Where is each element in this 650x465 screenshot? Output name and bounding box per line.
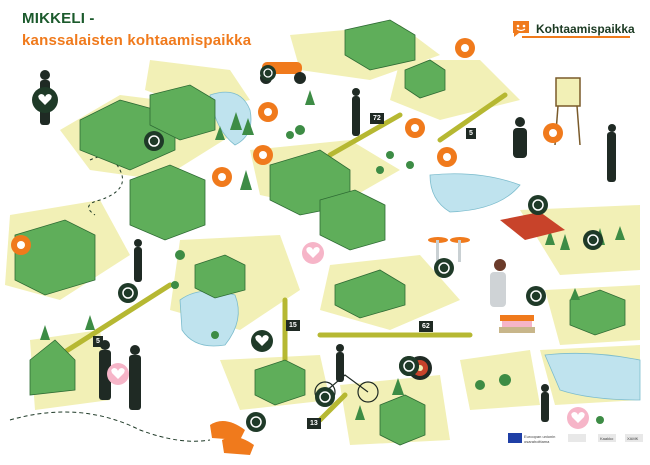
trees bbox=[85, 112, 625, 424]
play-button-icon[interactable] bbox=[434, 258, 454, 278]
play-button-icon[interactable] bbox=[399, 356, 419, 376]
brand-logo: Kohtaamispaikka bbox=[510, 16, 635, 42]
market-rug bbox=[500, 212, 565, 240]
funder-kaakko: Kaakko bbox=[600, 436, 614, 441]
heart-icon[interactable] bbox=[567, 407, 589, 429]
roads bbox=[57, 92, 508, 423]
brand-name: Kohtaamispaikka bbox=[536, 22, 635, 36]
book-stack bbox=[499, 315, 535, 333]
heart-icon[interactable] bbox=[302, 242, 324, 264]
bicycle bbox=[314, 374, 379, 403]
brand-underline bbox=[522, 36, 630, 38]
lakes bbox=[179, 91, 641, 401]
play-button-icon[interactable] bbox=[260, 65, 276, 81]
map-title-line2: kanssalaisten kohtaamispaikka bbox=[22, 32, 252, 49]
funder-xamk: XAMK bbox=[627, 436, 639, 441]
play-markers bbox=[118, 65, 603, 432]
road-label-13: 13 bbox=[307, 418, 321, 429]
play-button-icon[interactable] bbox=[583, 230, 603, 250]
location-pin-icon[interactable] bbox=[258, 102, 278, 122]
location-pin-icon[interactable] bbox=[543, 123, 563, 143]
heart-icon[interactable] bbox=[32, 87, 58, 113]
heart-icon[interactable] bbox=[251, 330, 273, 352]
funder-logos bbox=[508, 433, 643, 443]
location-pin-icon[interactable] bbox=[405, 118, 425, 138]
road-label-72: 72 bbox=[370, 113, 384, 124]
play-button-icon[interactable] bbox=[526, 286, 546, 306]
road-label-5-top: 5 bbox=[466, 128, 476, 139]
cafe-tables bbox=[428, 237, 470, 262]
location-pins bbox=[11, 38, 563, 255]
heart-markers bbox=[32, 87, 589, 429]
play-button-icon[interactable] bbox=[118, 283, 138, 303]
location-pin-icon[interactable] bbox=[212, 167, 232, 187]
map-title-line1: MIKKELI - bbox=[22, 10, 95, 27]
road-label-62: 62 bbox=[419, 321, 433, 332]
play-button-icon[interactable] bbox=[315, 387, 335, 407]
funder-eu: Euroopan unionin osarahoittama bbox=[524, 434, 556, 444]
sneakers bbox=[210, 421, 254, 455]
location-pin-icon[interactable] bbox=[455, 38, 475, 58]
location-pin-icon[interactable] bbox=[437, 147, 457, 167]
buildings bbox=[14, 19, 626, 446]
play-button-icon[interactable] bbox=[528, 195, 548, 215]
speech-bubble-face-icon bbox=[513, 21, 529, 37]
road-label-5-left: 5 bbox=[93, 336, 103, 347]
location-pin-icon[interactable] bbox=[11, 235, 31, 255]
church-spires bbox=[40, 90, 580, 395]
walking-path bbox=[9, 411, 211, 442]
people bbox=[40, 70, 616, 422]
heart-icon[interactable] bbox=[107, 363, 129, 385]
play-button-icon[interactable] bbox=[144, 131, 164, 151]
play-button-icon[interactable] bbox=[246, 412, 266, 432]
road-label-15: 15 bbox=[286, 320, 300, 331]
location-pin-icon[interactable] bbox=[253, 145, 273, 165]
